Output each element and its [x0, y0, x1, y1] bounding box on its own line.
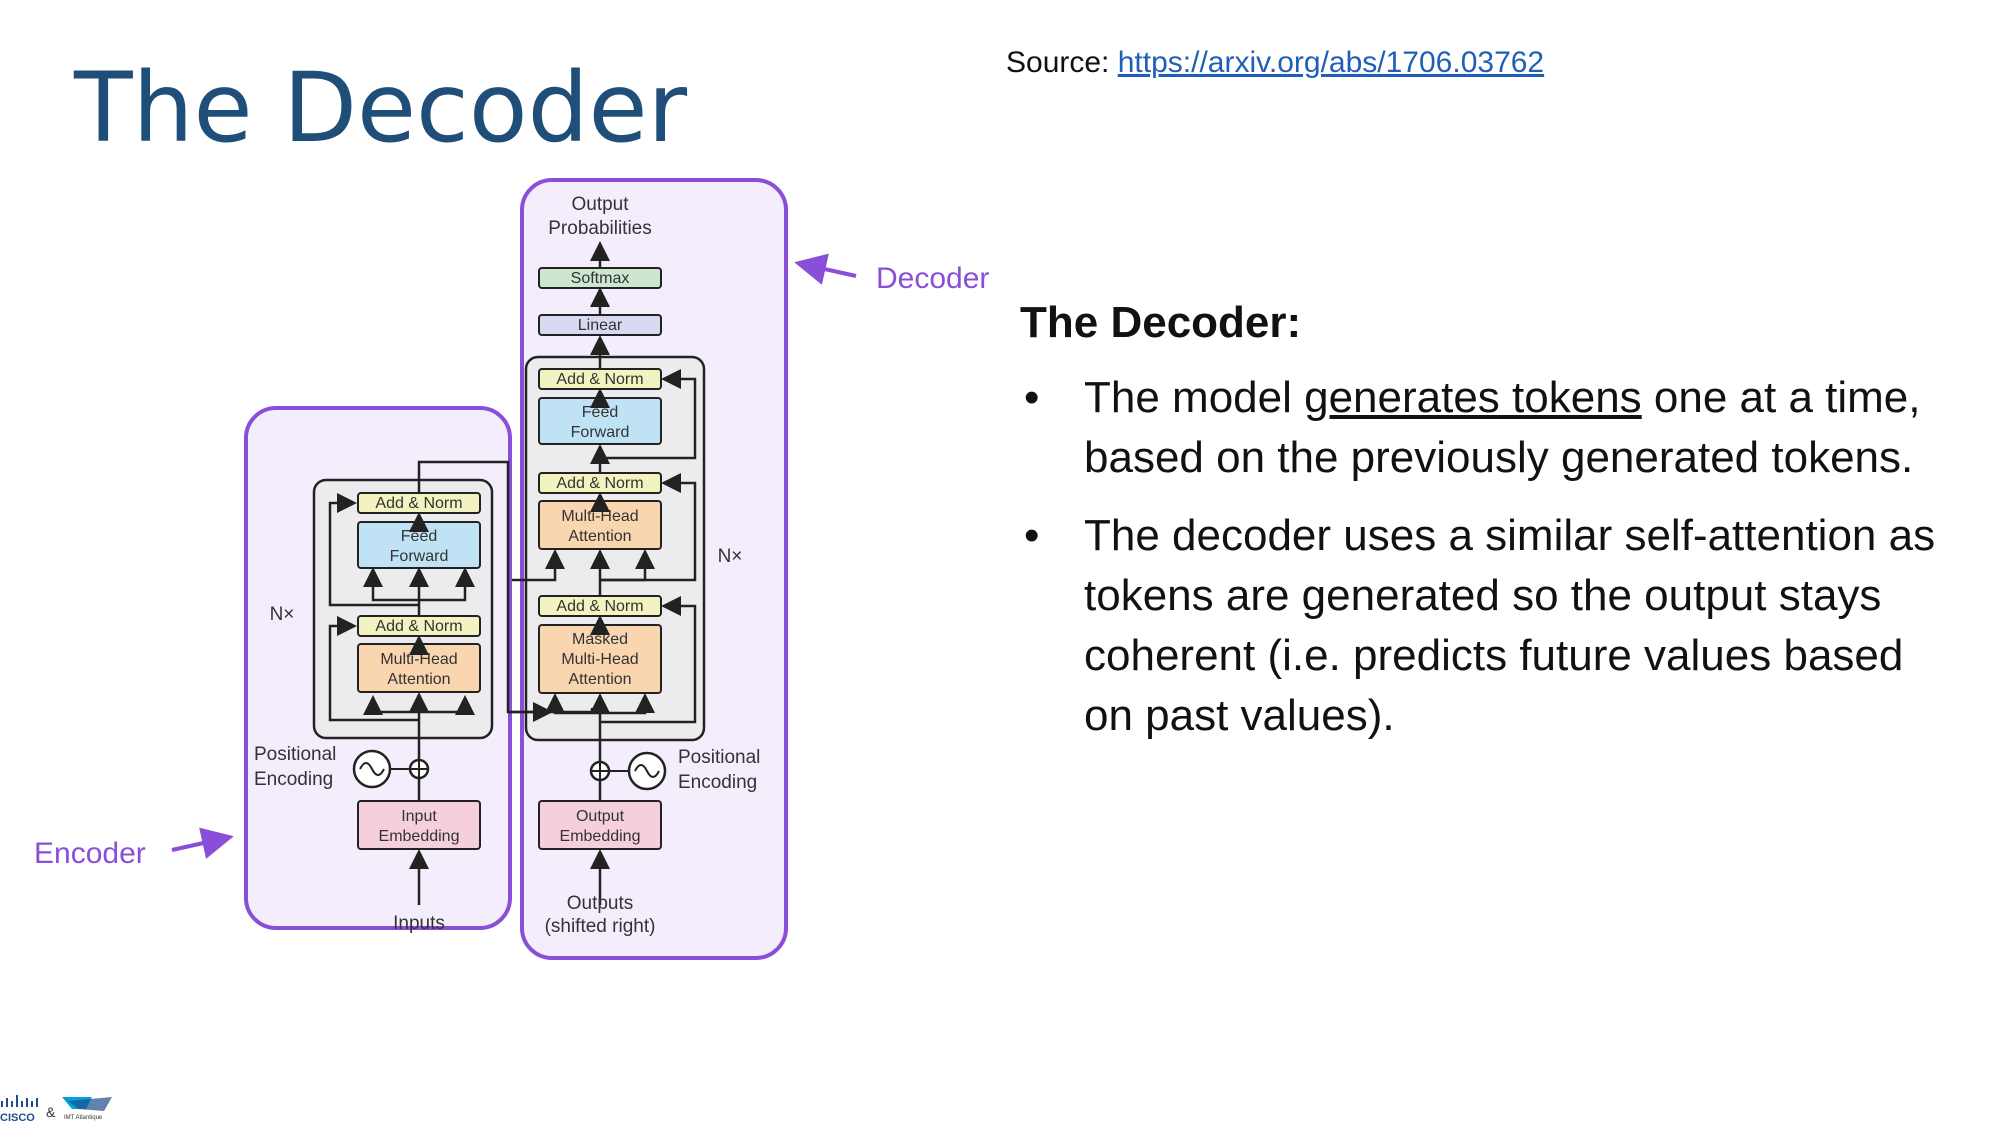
decoder-label: Decoder	[876, 262, 989, 295]
source-prefix: Source:	[1006, 46, 1110, 79]
inputs-label: Inputs	[393, 913, 445, 934]
svg-text:Feed: Feed	[401, 528, 437, 545]
svg-text:Positional: Positional	[678, 747, 760, 768]
encoder-feed-forward: Feed Forward	[357, 521, 481, 569]
svg-text:Encoding: Encoding	[678, 772, 757, 793]
svg-text:&: &	[46, 1104, 56, 1120]
svg-text:Attention: Attention	[387, 671, 450, 688]
decoder-nx: N×	[718, 546, 743, 567]
decoder-description: The Decoder: • The model generates token…	[1020, 298, 1960, 764]
svg-text:Add & Norm: Add & Norm	[556, 475, 643, 492]
svg-text:Output: Output	[576, 808, 625, 825]
svg-text:Multi-Head: Multi-Head	[561, 651, 638, 668]
bullet-dot: •	[1024, 511, 1040, 560]
encoder-input-embedding: Input Embedding	[357, 800, 481, 850]
decoder-softmax: Softmax	[538, 267, 662, 289]
encoder-multi-head-attention: Multi-Head Attention	[357, 643, 481, 693]
svg-text:Masked: Masked	[572, 631, 628, 648]
decoder-add-norm-bottom: Add & Norm	[538, 595, 662, 617]
underlined-term: generates tokens	[1304, 373, 1642, 422]
source-line: Source: https://arxiv.org/abs/1706.03762	[1006, 46, 1544, 80]
svg-text:Add & Norm: Add & Norm	[375, 618, 462, 635]
svg-text:Encoding: Encoding	[254, 769, 333, 790]
svg-text:Input: Input	[401, 808, 437, 825]
svg-text:Output: Output	[571, 194, 629, 215]
slide-title: The Decoder	[74, 52, 688, 164]
bullet-item-1: • The model generates tokens one at a ti…	[1020, 368, 1960, 488]
bullet-list: • The model generates tokens one at a ti…	[1020, 368, 1960, 746]
svg-text:Positional: Positional	[254, 744, 336, 765]
decoder-output-embedding: Output Embedding	[538, 800, 662, 850]
svg-text:Embedding: Embedding	[560, 828, 641, 845]
decoder-feed-forward: Feed Forward	[538, 397, 662, 445]
cisco-imt-logo: CISCO & IMT Atlantique	[0, 1095, 112, 1124]
encoder-stack	[312, 478, 494, 740]
svg-text:Attention: Attention	[568, 528, 631, 545]
svg-text:Add & Norm: Add & Norm	[375, 495, 462, 512]
decoder-add-norm-middle: Add & Norm	[538, 472, 662, 494]
svg-text:(shifted right): (shifted right)	[545, 916, 656, 937]
svg-text:IMT Atlantique: IMT Atlantique	[64, 1115, 103, 1121]
decoder-add-norm-top: Add & Norm	[538, 368, 662, 390]
decoder-masked-multi-head-attention: Masked Multi-Head Attention	[538, 624, 662, 694]
svg-text:Multi-Head: Multi-Head	[380, 651, 457, 668]
description-heading: The Decoder:	[1020, 298, 1302, 347]
svg-text:Feed: Feed	[582, 404, 618, 421]
svg-text:Linear: Linear	[578, 317, 623, 334]
source-link[interactable]: https://arxiv.org/abs/1706.03762	[1117, 46, 1545, 79]
svg-text:Softmax: Softmax	[571, 270, 630, 287]
svg-text:Forward: Forward	[390, 548, 449, 565]
svg-text:Add & Norm: Add & Norm	[556, 598, 643, 615]
decoder-multi-head-attention: Multi-Head Attention	[538, 500, 662, 550]
bullet-item-2: • The decoder uses a similar self-attent…	[1020, 506, 1960, 746]
svg-text:Outputs: Outputs	[567, 893, 634, 914]
transformer-diagram: Add & Norm Feed Forward Add & Norm Multi…	[34, 178, 989, 960]
encoder-add-norm-top: Add & Norm	[357, 492, 481, 514]
svg-text:Attention: Attention	[568, 671, 631, 688]
svg-text:Add & Norm: Add & Norm	[556, 371, 643, 388]
svg-text:Forward: Forward	[571, 424, 630, 441]
svg-text:Probabilities: Probabilities	[548, 218, 652, 239]
encoder-nx: N×	[270, 604, 295, 625]
decoder-linear: Linear	[538, 314, 662, 336]
svg-text:CISCO: CISCO	[0, 1112, 35, 1124]
encoder-add-norm-bottom: Add & Norm	[357, 615, 481, 637]
bullet-dot: •	[1024, 373, 1040, 422]
svg-text:Embedding: Embedding	[379, 828, 460, 845]
encoder-label: Encoder	[34, 837, 146, 870]
svg-text:Multi-Head: Multi-Head	[561, 508, 638, 525]
